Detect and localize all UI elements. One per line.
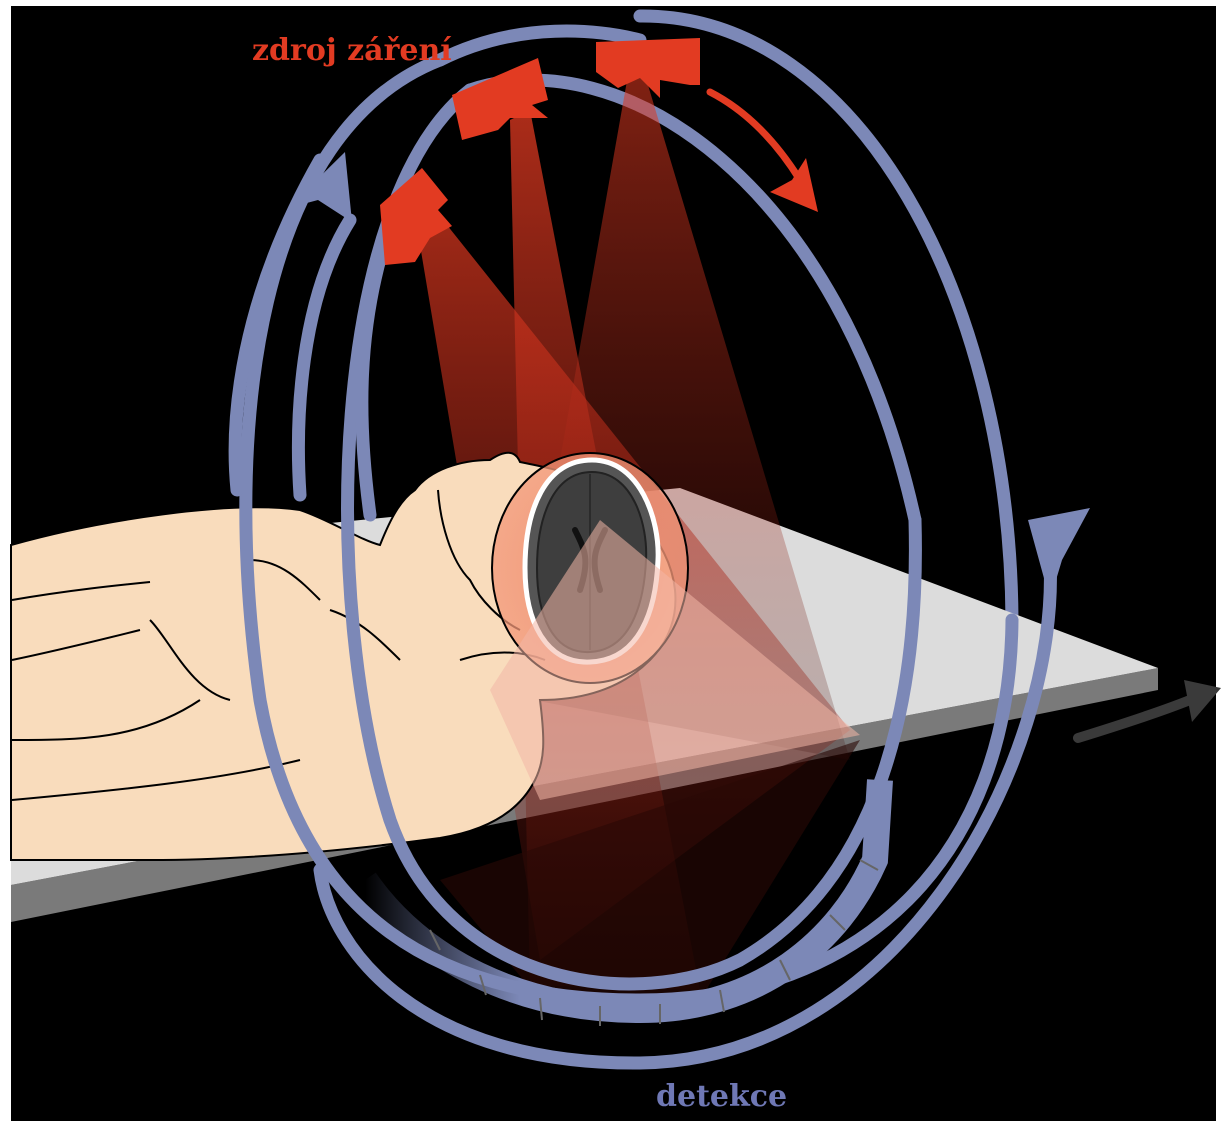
source-label: zdroj záření [252,33,452,68]
detection-label: detekce [656,1079,787,1114]
